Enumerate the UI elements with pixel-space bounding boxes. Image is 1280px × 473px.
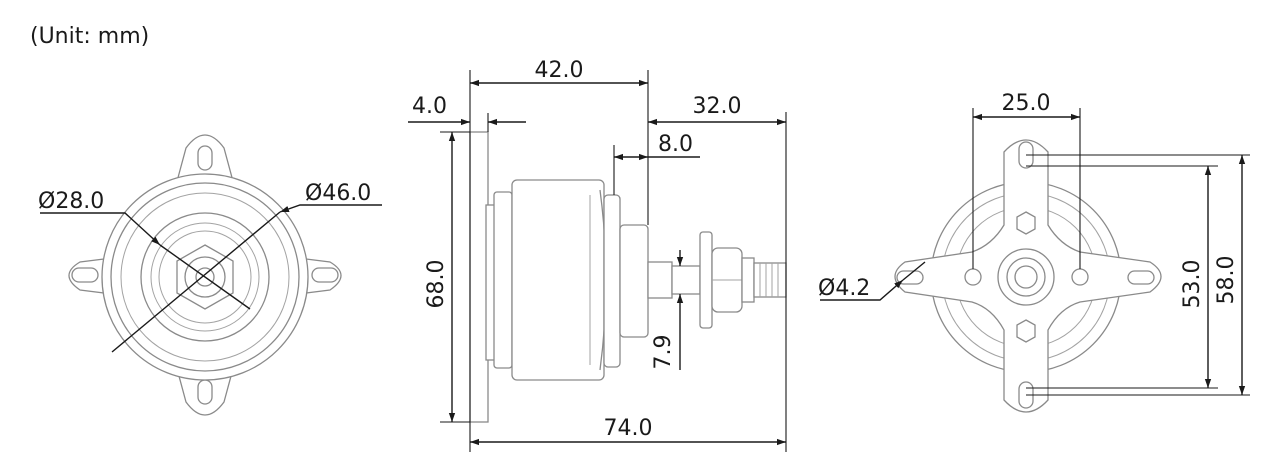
front-left-ear bbox=[68, 257, 113, 295]
side-washer bbox=[699, 231, 713, 329]
front-mid-ring bbox=[110, 182, 300, 372]
rear-left-slot bbox=[896, 270, 924, 285]
side-shaft-length-label: 32.0 bbox=[693, 94, 742, 119]
side-view: 42.0 4.0 32.0 8.0 68.0 7.9 74.0 bbox=[408, 58, 787, 452]
side-thread bbox=[753, 262, 787, 298]
side-flange-label: 4.0 bbox=[412, 94, 447, 119]
front-top-ear bbox=[175, 134, 235, 186]
front-inner-dia-label: Ø28.0 bbox=[38, 189, 104, 214]
rear-right-slot bbox=[1127, 270, 1155, 285]
front-view: Ø28.0 Ø46.0 bbox=[38, 134, 382, 416]
rear-center-hub bbox=[997, 248, 1055, 306]
front-right-slot bbox=[311, 267, 339, 283]
side-overall-label: 74.0 bbox=[604, 416, 653, 441]
side-height-label: 68.0 bbox=[424, 260, 449, 309]
rear-mount-span-label: 58.0 bbox=[1214, 256, 1239, 305]
side-bell-end bbox=[619, 224, 649, 338]
side-step-label: 8.0 bbox=[658, 132, 693, 157]
front-left-slot bbox=[71, 267, 99, 283]
front-top-slot bbox=[197, 145, 213, 171]
side-shaft-dia-label: 7.9 bbox=[651, 335, 676, 370]
front-hex-nut bbox=[176, 244, 234, 310]
front-outer-dia-label: Ø46.0 bbox=[305, 181, 371, 206]
rear-hole-dia-label: Ø4.2 bbox=[818, 276, 870, 301]
front-outer-dia-leader bbox=[279, 204, 382, 213]
side-shaft-sleeve bbox=[647, 261, 673, 299]
front-bell-ring bbox=[140, 212, 270, 342]
unit-label: (Unit: mm) bbox=[30, 24, 149, 49]
front-shaft bbox=[195, 267, 215, 287]
side-flange bbox=[469, 131, 489, 423]
side-body-length-label: 42.0 bbox=[535, 58, 584, 83]
rear-slot-spacing-label: 53.0 bbox=[1180, 260, 1205, 309]
rear-view: 25.0 Ø4.2 53.0 58.0 bbox=[818, 91, 1250, 413]
rear-hole-dia-leader bbox=[820, 279, 904, 301]
front-right-ear bbox=[297, 257, 342, 295]
front-inner-dia-leader bbox=[40, 212, 161, 246]
rear-hole-spacing-label: 25.0 bbox=[1002, 91, 1051, 116]
